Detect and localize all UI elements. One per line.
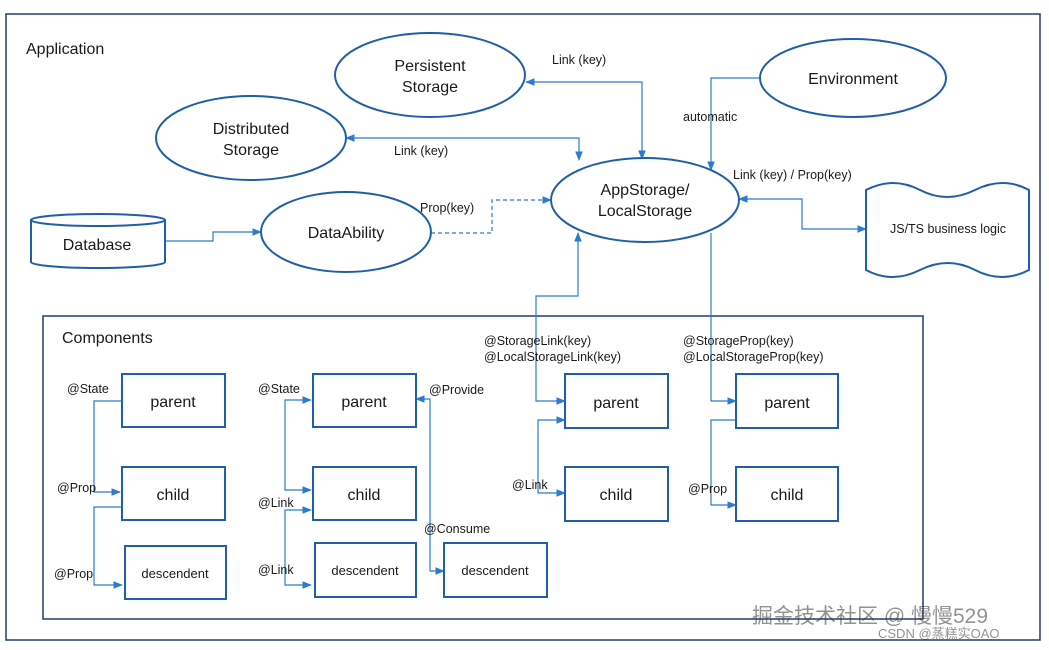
label-link-prop-business: Link (key) / Prop(key) (733, 168, 852, 182)
application-label: Application (26, 41, 104, 58)
components-frame (42, 315, 924, 620)
connector-g3-parent-child (537, 416, 566, 497)
connector-g1-child-descendent (93, 506, 123, 589)
persistent-storage-node: Persistent Storage (334, 32, 526, 118)
watermark-main: 掘金技术社区 @ 慢慢529 (752, 605, 988, 628)
appstorage-label-line2: LocalStorage (598, 203, 692, 220)
application-frame (5, 13, 1041, 641)
database-node: Database (30, 213, 166, 269)
persistent-storage-label-line1: Persistent (394, 58, 466, 75)
component-group-2: parent child descendent descendent @Stat… (258, 373, 548, 598)
g1-state-label: @State (67, 382, 109, 396)
connector-g1-parent-child (93, 400, 122, 496)
g3-child-box (564, 466, 669, 522)
g4-parent-box (735, 373, 839, 429)
g2-parent-box (312, 373, 417, 428)
label-link-key-distributed: Link (key) (394, 144, 448, 158)
connector-storageprop (710, 233, 737, 405)
g4-parent-label: parent (764, 395, 810, 412)
connector-g2-provide-consume (415, 395, 445, 575)
g2-child-label: child (348, 487, 381, 504)
label-storage-link: @StorageLink(key) (484, 334, 591, 348)
g1-prop-label-1: @Prop (57, 481, 96, 495)
distributed-storage-label-line1: Distributed (213, 121, 289, 138)
label-local-storage-link: @LocalStorageLink(key) (484, 350, 621, 364)
label-storage-prop: @StorageProp(key) (683, 334, 794, 348)
label-prop-key-dataability: Prop(key) (420, 201, 474, 215)
g1-child-label: child (157, 487, 190, 504)
connector-g2-parent-child (284, 396, 312, 494)
g2-child-box (312, 466, 417, 521)
environment-label: Environment (808, 71, 898, 88)
g1-parent-label: parent (150, 394, 196, 411)
component-group-4: parent child @Prop (688, 373, 839, 522)
label-automatic: automatic (683, 110, 737, 124)
g4-child-label: child (771, 487, 804, 504)
business-logic-node: JS/TS business logic (865, 182, 1030, 278)
persistent-storage-label-line2: Storage (402, 79, 458, 96)
g2-consume-label: @Consume (424, 522, 490, 536)
g2-extra-descendent-box (443, 542, 548, 598)
connector-dataability-appstorage (431, 196, 552, 234)
g4-prop-label: @Prop (688, 482, 727, 496)
connector-database-dataability (164, 228, 262, 242)
watermark-sub: CSDN @蒸糕实OAO (878, 626, 1000, 641)
connector-g2-child-descendent (284, 506, 312, 589)
appstorage-label-line1: AppStorage/ (601, 182, 691, 199)
label-link-key-persistent: Link (key) (552, 53, 606, 67)
environment-node: Environment (759, 38, 947, 118)
components-label: Components (62, 330, 153, 347)
dataability-label: DataAbility (308, 225, 384, 242)
connector-storagelink (535, 232, 582, 405)
connector-appstorage-persistent (525, 78, 646, 160)
g3-parent-label: parent (593, 395, 639, 412)
g1-prop-label-2: @Prop (54, 567, 93, 581)
g2-link-label-2: @Link (258, 563, 294, 577)
connector-g4-parent-child (710, 419, 737, 509)
g1-child-box (121, 466, 226, 521)
g2-parent-label: parent (341, 394, 387, 411)
g2-extra-descendent-label: descendent (461, 563, 529, 578)
g4-child-box (735, 466, 839, 522)
distributed-storage-label-line2: Storage (223, 142, 279, 159)
g2-descendent-box (314, 542, 417, 598)
g2-descendent-label: descendent (331, 563, 399, 578)
g2-link-label-1: @Link (258, 496, 294, 510)
g3-child-label: child (600, 487, 633, 504)
database-label: Database (63, 237, 132, 254)
g2-provide-label: @Provide (429, 383, 484, 397)
dataability-node: DataAbility (260, 191, 432, 273)
component-group-1: parent child descendent @State @Prop @Pr… (54, 373, 227, 600)
connector-appstorage-distributed (345, 134, 583, 161)
connector-environment-appstorage (707, 77, 762, 171)
g1-descendent-label: descendent (141, 566, 209, 581)
connector-appstorage-business (738, 195, 867, 233)
g2-state-label: @State (258, 382, 300, 396)
g3-link-label: @Link (512, 478, 548, 492)
label-local-storage-prop: @LocalStorageProp(key) (683, 350, 824, 364)
g3-parent-box (564, 373, 669, 429)
g1-parent-box (121, 373, 226, 428)
distributed-storage-node: Distributed Storage (155, 95, 347, 181)
component-group-3: parent child @Link (512, 373, 669, 522)
g1-descendent-box (124, 545, 227, 600)
business-logic-label: JS/TS business logic (890, 222, 1006, 236)
appstorage-node: AppStorage/ LocalStorage (550, 157, 740, 243)
